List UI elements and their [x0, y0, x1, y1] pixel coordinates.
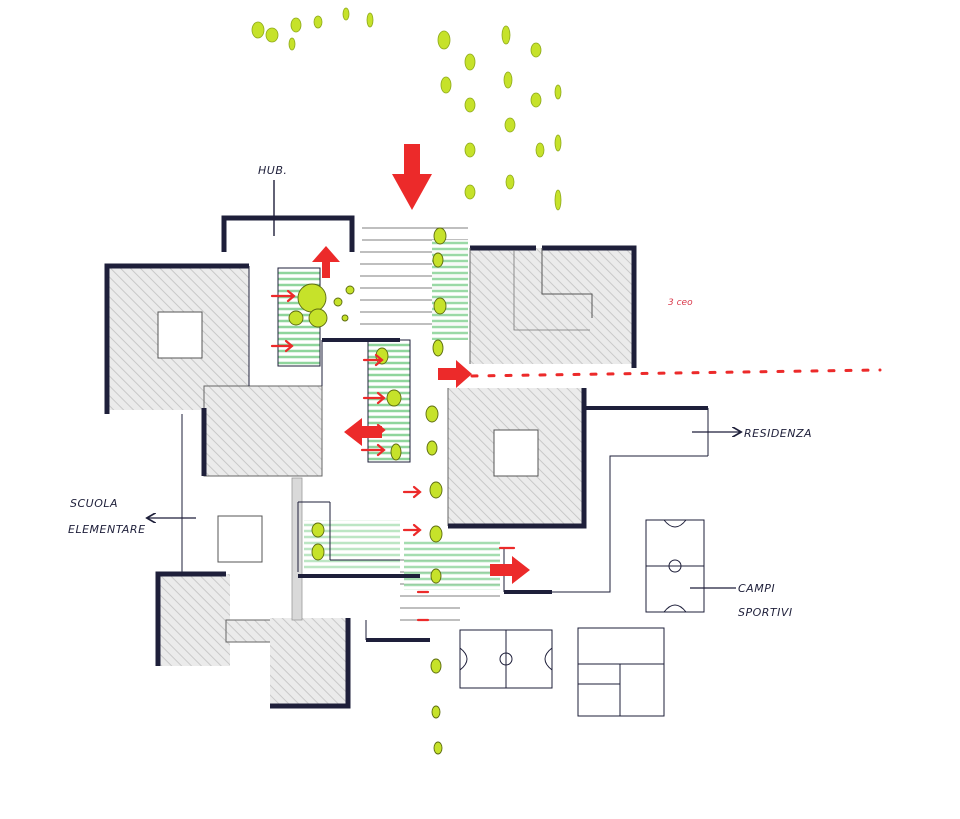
scuola-label-line1: SCUOLA	[70, 497, 118, 510]
campi-label-line1: CAMPI	[738, 582, 775, 595]
small-court-square	[217, 515, 263, 563]
campi-label-group: CAMPI SPORTIVI	[690, 582, 793, 619]
small-red-arrows	[270, 289, 516, 622]
residenza-label-group: RESIDENZA	[692, 427, 812, 440]
hub-garden-trees	[288, 283, 355, 328]
right-arrow-upper	[438, 360, 472, 388]
right-building-middle	[447, 388, 709, 594]
faint-note: 3 ceo	[668, 298, 693, 308]
hub-label: HUB.	[258, 164, 287, 177]
lower-left-buildings	[155, 477, 351, 709]
sports-field-grid	[577, 627, 665, 717]
scuola-label-group: SCUOLA ELEMENTARE	[68, 497, 196, 536]
sports-field-vertical	[645, 519, 705, 613]
site-outline-lines	[181, 266, 400, 574]
lower-centre-block	[297, 502, 430, 642]
main-entry-arrow	[392, 144, 432, 210]
left-arrow	[344, 418, 382, 446]
campi-label-line2: SPORTIVI	[738, 606, 793, 619]
hub-up-arrow	[312, 246, 340, 278]
residenza-label: RESIDENZA	[744, 427, 812, 440]
sports-field-horizontal	[459, 629, 553, 689]
left-building-middle	[201, 385, 323, 477]
right-arrow-lower	[490, 556, 530, 584]
right-building-upper	[469, 245, 637, 368]
tree-cluster-top	[251, 7, 562, 211]
scuola-label-line2: ELEMENTARE	[68, 523, 146, 536]
red-dotted-axis	[470, 368, 882, 378]
